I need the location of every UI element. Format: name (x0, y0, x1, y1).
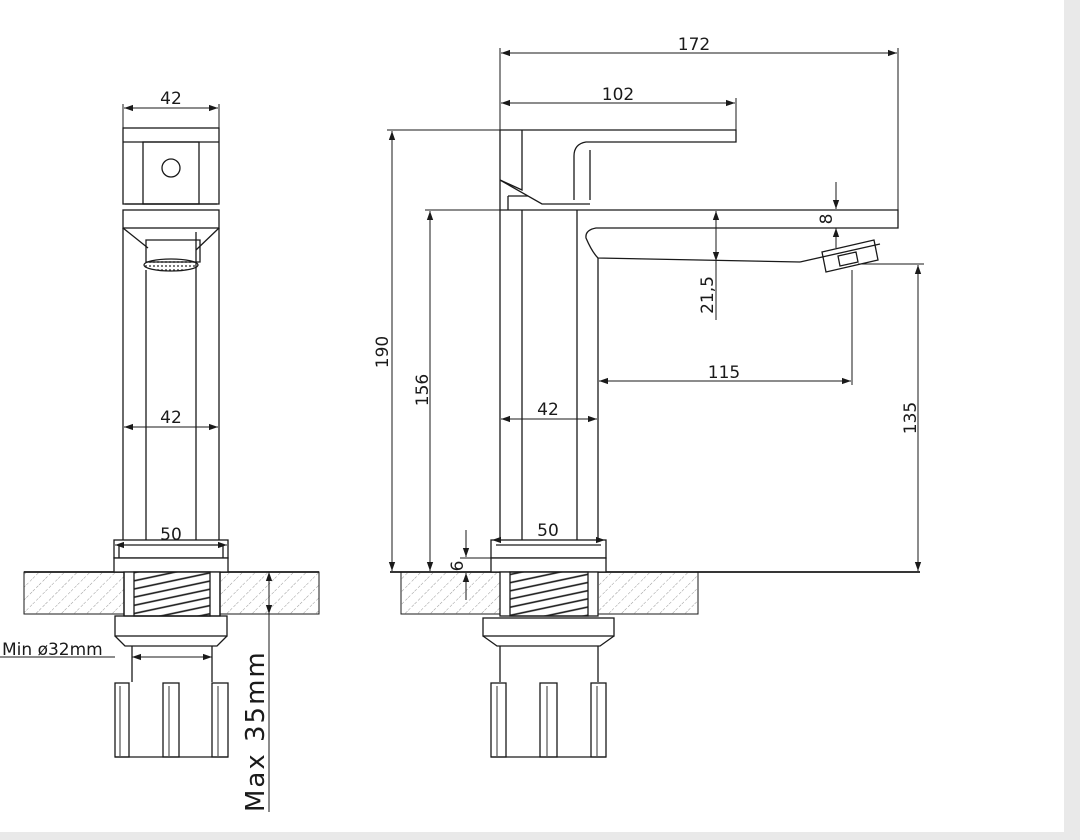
side-countertop (390, 557, 920, 617)
front-view: 42 42 50 Min ø32mm Max 35mm (0, 89, 320, 812)
side-base (490, 539, 607, 559)
front-base-width-label: 50 (160, 525, 182, 545)
side-shank-legs (490, 682, 607, 758)
front-dim-body-width: 42 (124, 408, 218, 431)
side-lever-handle (499, 129, 737, 210)
side-base-width-label: 50 (537, 521, 559, 541)
side-outlet-height-label: 135 (901, 402, 921, 434)
front-max-thickness-label: Max 35mm (241, 650, 271, 812)
page-edge-strip-bottom (0, 832, 1080, 840)
side-dim-body-width: 42 (501, 400, 597, 423)
side-dim-spout-thickness: 8 (817, 182, 840, 248)
side-spout-height-label: 156 (413, 374, 433, 406)
side-spout-reach-label: 115 (708, 363, 740, 383)
side-handle-length-label: 102 (602, 85, 634, 105)
side-overall-length-label: 172 (678, 35, 710, 55)
side-base-height-label: 6 (448, 561, 468, 572)
front-shank-legs (114, 682, 229, 758)
front-body-width-label: 42 (160, 408, 182, 428)
side-dim-spout-reach: 115 (599, 270, 853, 385)
front-dim-handle-width: 42 (122, 89, 220, 128)
front-dim-max-thickness: Max 35mm (241, 572, 273, 812)
front-handle-width-label: 42 (160, 89, 182, 109)
side-dim-spout-depth: 21,5 (698, 211, 720, 320)
side-body (499, 130, 599, 540)
page-edge-strip-right (1064, 0, 1080, 840)
front-min-hole-label: Min ø32mm (2, 640, 103, 660)
side-dim-base-width: 50 (492, 521, 605, 544)
side-dim-outlet-height: 135 (858, 263, 924, 571)
front-dim-min-hole: Min ø32mm (0, 640, 212, 661)
side-dim-overall-length: 172 (499, 35, 899, 210)
side-mounting-nut (482, 617, 615, 682)
front-countertop (23, 557, 320, 617)
side-dim-handle-length: 102 (501, 85, 737, 130)
side-view: 172 102 190 156 8 21,5 (373, 35, 924, 758)
side-dim-spout-height: 156 (413, 209, 500, 571)
front-mounting-nut (114, 615, 228, 682)
side-dim-base-height: 6 (448, 530, 491, 600)
side-body-width-label: 42 (537, 400, 559, 420)
front-handle (122, 127, 220, 205)
side-dim-total-height: 190 (373, 129, 500, 571)
front-dim-base-width: 50 (115, 525, 227, 549)
side-spout-thickness-label: 8 (817, 214, 837, 225)
side-total-height-label: 190 (373, 336, 393, 368)
front-aerator (143, 239, 201, 272)
side-spout (577, 209, 899, 273)
side-spout-depth-label: 21,5 (698, 276, 718, 314)
